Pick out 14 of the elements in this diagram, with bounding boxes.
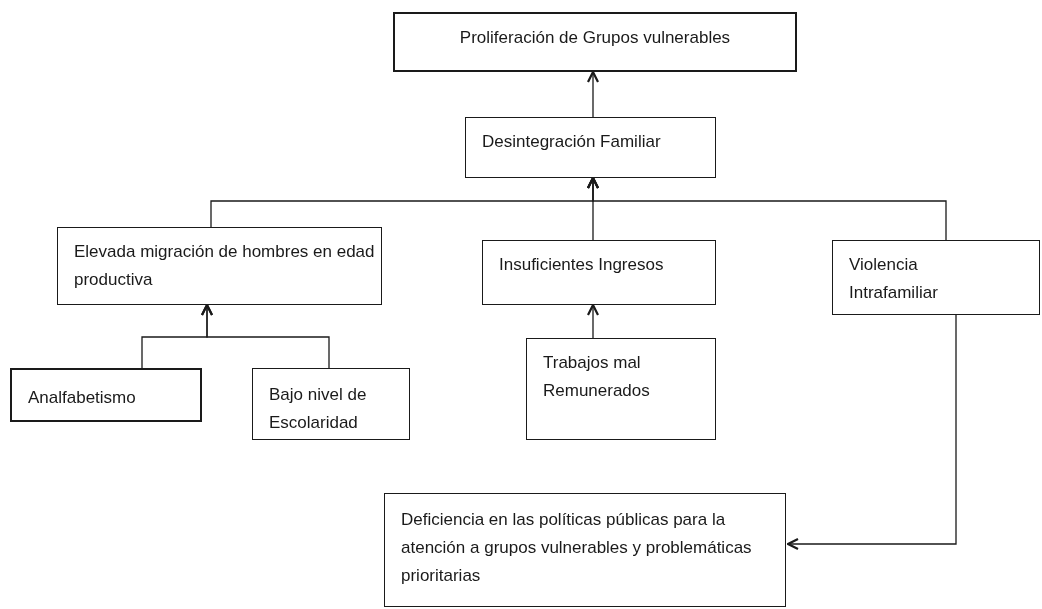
text-box: Analfabetismo xyxy=(10,368,202,422)
text-box: Deficiencia en las políticas públicas para la atención a grupos vulnerables y problemáticas prioritarias xyxy=(384,493,786,607)
text-box: Proliferación de Grupos vulnerables xyxy=(393,12,797,72)
arrow xyxy=(586,303,600,339)
arrow xyxy=(200,303,330,369)
text-box: Bajo nivel de Escolaridad xyxy=(252,368,410,440)
arrow xyxy=(786,314,957,551)
text-box: Trabajos mal Remunerados xyxy=(526,338,716,440)
text-box: Elevada migración de hombres en edad productiva xyxy=(57,227,382,305)
text-box: Violencia Intrafamiliar xyxy=(832,240,1040,315)
arrow xyxy=(586,176,947,241)
text-box: Desintegración Familiar xyxy=(465,117,716,178)
arrow xyxy=(586,70,600,118)
text-box: Insuficientes Ingresos xyxy=(482,240,716,305)
